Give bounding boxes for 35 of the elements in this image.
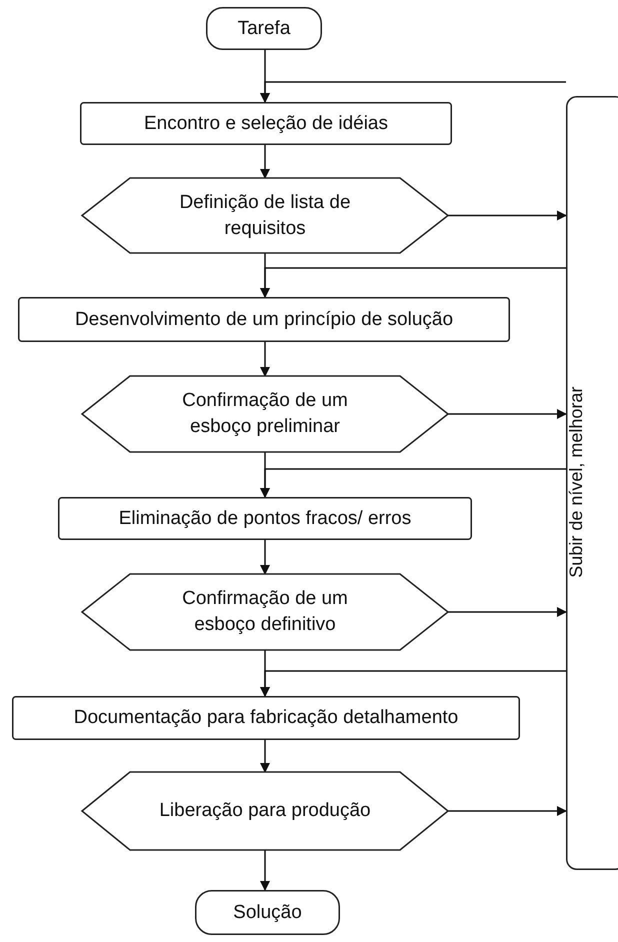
arrow [260, 740, 270, 773]
node-text: Confirmação de um esboço definitivo [181, 587, 349, 637]
arrow [260, 342, 270, 377]
node-text: Confirmação de um esboço preliminar [181, 389, 349, 439]
process-box [18, 297, 510, 342]
process-box [12, 696, 520, 740]
node-text: Solução [232, 900, 303, 925]
arrow [260, 850, 270, 891]
node-text: Desenvolvimento de um princípio de solução [74, 308, 454, 332]
node-text: Liberação para produção [158, 799, 372, 824]
node-text: Encontro e seleção de idéias [143, 112, 389, 136]
feedback-box [566, 96, 618, 870]
terminal-box [195, 890, 340, 935]
arrow [448, 607, 567, 617]
arrow [448, 210, 567, 220]
process-box [58, 497, 472, 540]
node-text: Eliminação de pontos fracos/ erros [118, 506, 412, 531]
arrow [260, 650, 270, 697]
node-text: Tarefa [236, 16, 292, 41]
node-text: Definição de lista de requisitos [178, 190, 352, 240]
arrow [448, 806, 567, 816]
process-box [80, 102, 452, 145]
decision-hexagon [82, 772, 448, 850]
arrow [260, 81, 566, 103]
decision-hexagon [82, 178, 448, 253]
node-text: Subir de nível, melhorar [564, 386, 587, 580]
arrow [260, 452, 270, 498]
arrow [260, 540, 270, 575]
arrow [260, 145, 270, 179]
node-text: Documentação para fabricação detalhamento [72, 706, 460, 730]
decision-hexagon [82, 574, 448, 650]
terminal-box [206, 7, 322, 50]
arrow [260, 253, 270, 298]
decision-hexagon [82, 376, 448, 452]
arrow [448, 409, 567, 419]
